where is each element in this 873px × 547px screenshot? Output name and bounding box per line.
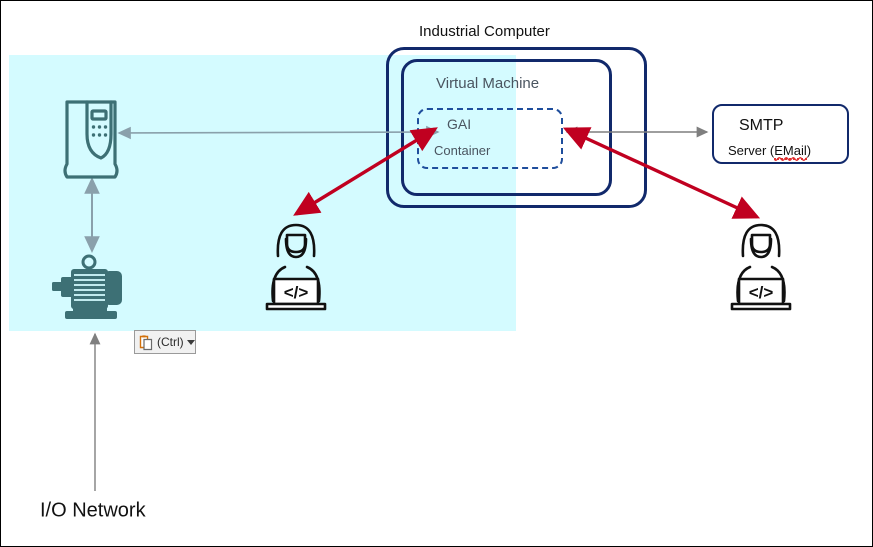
- smtp-subtitle-suffix: ): [806, 143, 812, 158]
- clipboard-icon: [139, 334, 153, 350]
- smtp-server-box[interactable]: [712, 104, 849, 164]
- svg-text:</>: </>: [749, 283, 774, 302]
- smtp-title: SMTP: [739, 117, 784, 134]
- chevron-down-icon[interactable]: [186, 339, 195, 345]
- io-network-label: I/O Network: [40, 499, 146, 522]
- gai-label: GAI: [447, 116, 472, 132]
- developer-person-icon-right: </>: [730, 223, 792, 311]
- industrial-computer-title: Industrial Computer: [419, 23, 550, 40]
- container-label: Container: [434, 143, 491, 158]
- smtp-subtitle-prefix: Server (: [728, 143, 775, 158]
- paste-options-smart-tag[interactable]: (Ctrl): [134, 330, 196, 354]
- gai-container-box[interactable]: [417, 108, 563, 169]
- smtp-subtitle-misspelled-word: EMail: [774, 143, 807, 160]
- paste-options-label: (Ctrl): [157, 335, 184, 349]
- smtp-subtitle: Server (EMail): [728, 143, 812, 160]
- virtual-machine-label: Virtual Machine: [436, 75, 540, 92]
